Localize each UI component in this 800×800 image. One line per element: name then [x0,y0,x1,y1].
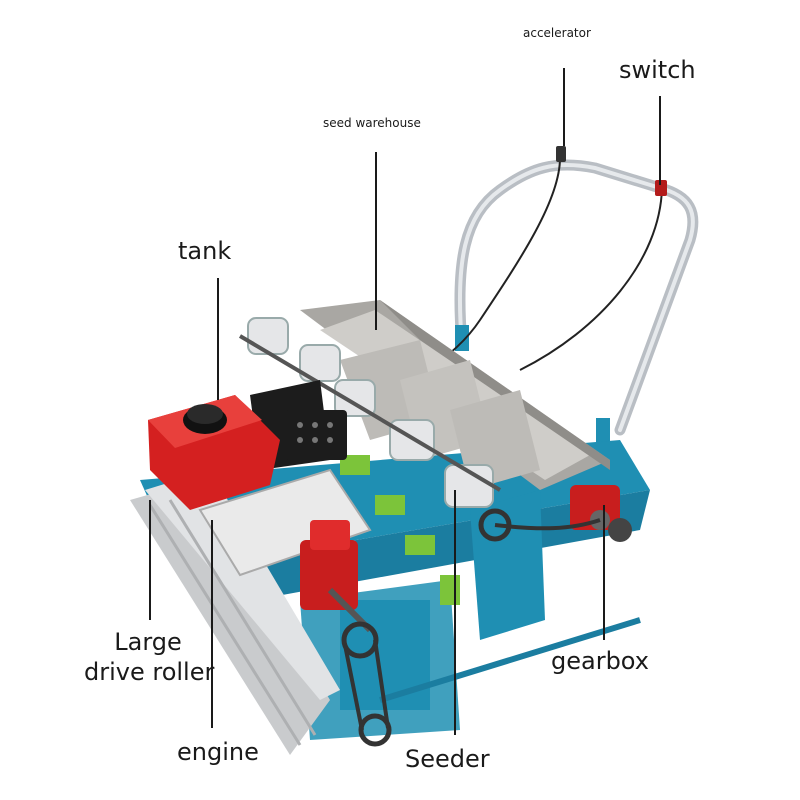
drive-roller [130,470,340,755]
label-seeder: Seeder [405,745,490,773]
label-accelerator: accelerator [523,26,591,40]
fuel-tank [148,395,280,510]
gearbox-left [300,520,373,633]
switch-icon [655,180,667,196]
label-switch: switch [619,56,696,84]
label-tank: tank [178,237,232,265]
accelerator-lever-icon [556,146,566,162]
label-seed-warehouse: seed warehouse [323,116,421,130]
label-gearbox: gearbox [551,647,649,675]
chain-drive [341,508,601,747]
seed-meters [238,317,502,508]
label-large-drive-roller-line2: drive roller [84,658,215,686]
label-large-drive-roller: Large drive roller [84,628,215,686]
label-engine: engine [177,738,259,766]
leader-lines [149,68,661,735]
label-large-drive-roller-line1: Large [114,628,182,656]
green-parts [340,455,460,605]
